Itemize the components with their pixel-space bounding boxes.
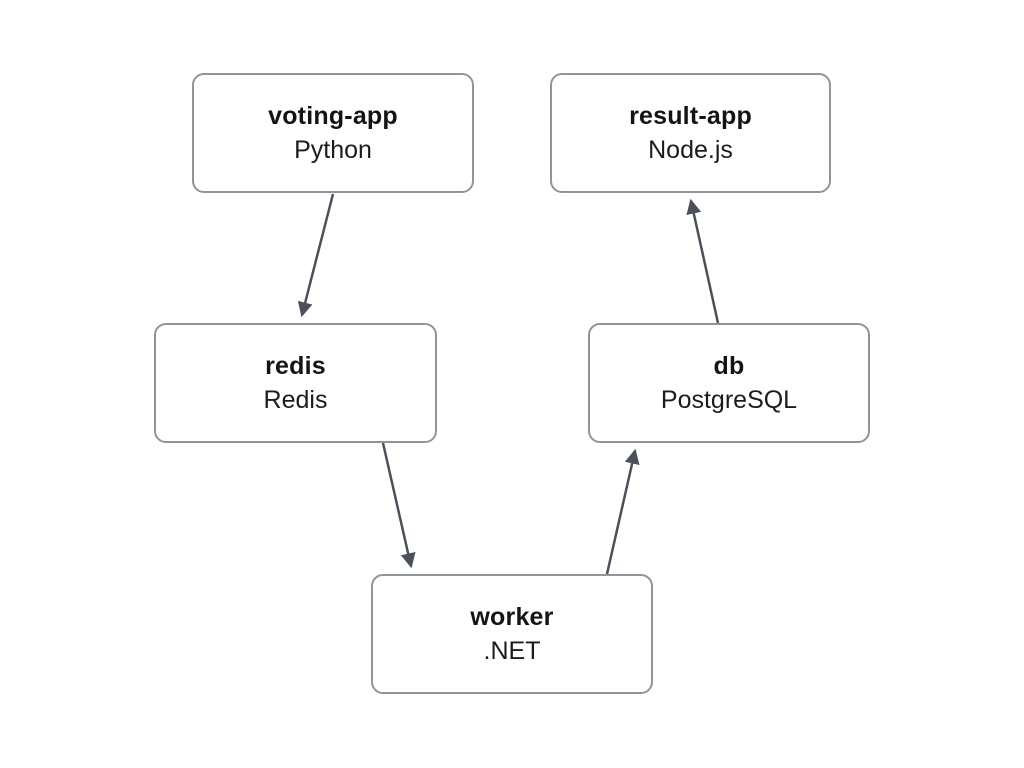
node-redis-title: redis bbox=[265, 352, 326, 380]
edge-worker-to-db bbox=[605, 448, 640, 575]
node-redis-subtitle: Redis bbox=[263, 386, 328, 414]
node-voting-app-title: voting-app bbox=[268, 102, 398, 130]
node-db-title: db bbox=[713, 352, 745, 380]
node-worker-title: worker bbox=[470, 603, 554, 631]
edge-voting-app-to-redis bbox=[297, 193, 335, 318]
node-db: db PostgreSQL bbox=[588, 323, 870, 443]
node-redis: redis Redis bbox=[154, 323, 437, 443]
edge-db-to-result-app bbox=[686, 198, 720, 324]
node-worker-subtitle: .NET bbox=[483, 637, 541, 665]
node-db-subtitle: PostgreSQL bbox=[660, 386, 798, 414]
node-result-app-subtitle: Node.js bbox=[648, 136, 733, 164]
node-result-app: result-app Node.js bbox=[550, 73, 831, 193]
node-voting-app: voting-app Python bbox=[192, 73, 474, 193]
edge-redis-to-worker bbox=[381, 442, 416, 569]
node-result-app-title: result-app bbox=[629, 102, 752, 130]
node-voting-app-subtitle: Python bbox=[294, 136, 372, 164]
node-worker: worker .NET bbox=[371, 574, 653, 694]
